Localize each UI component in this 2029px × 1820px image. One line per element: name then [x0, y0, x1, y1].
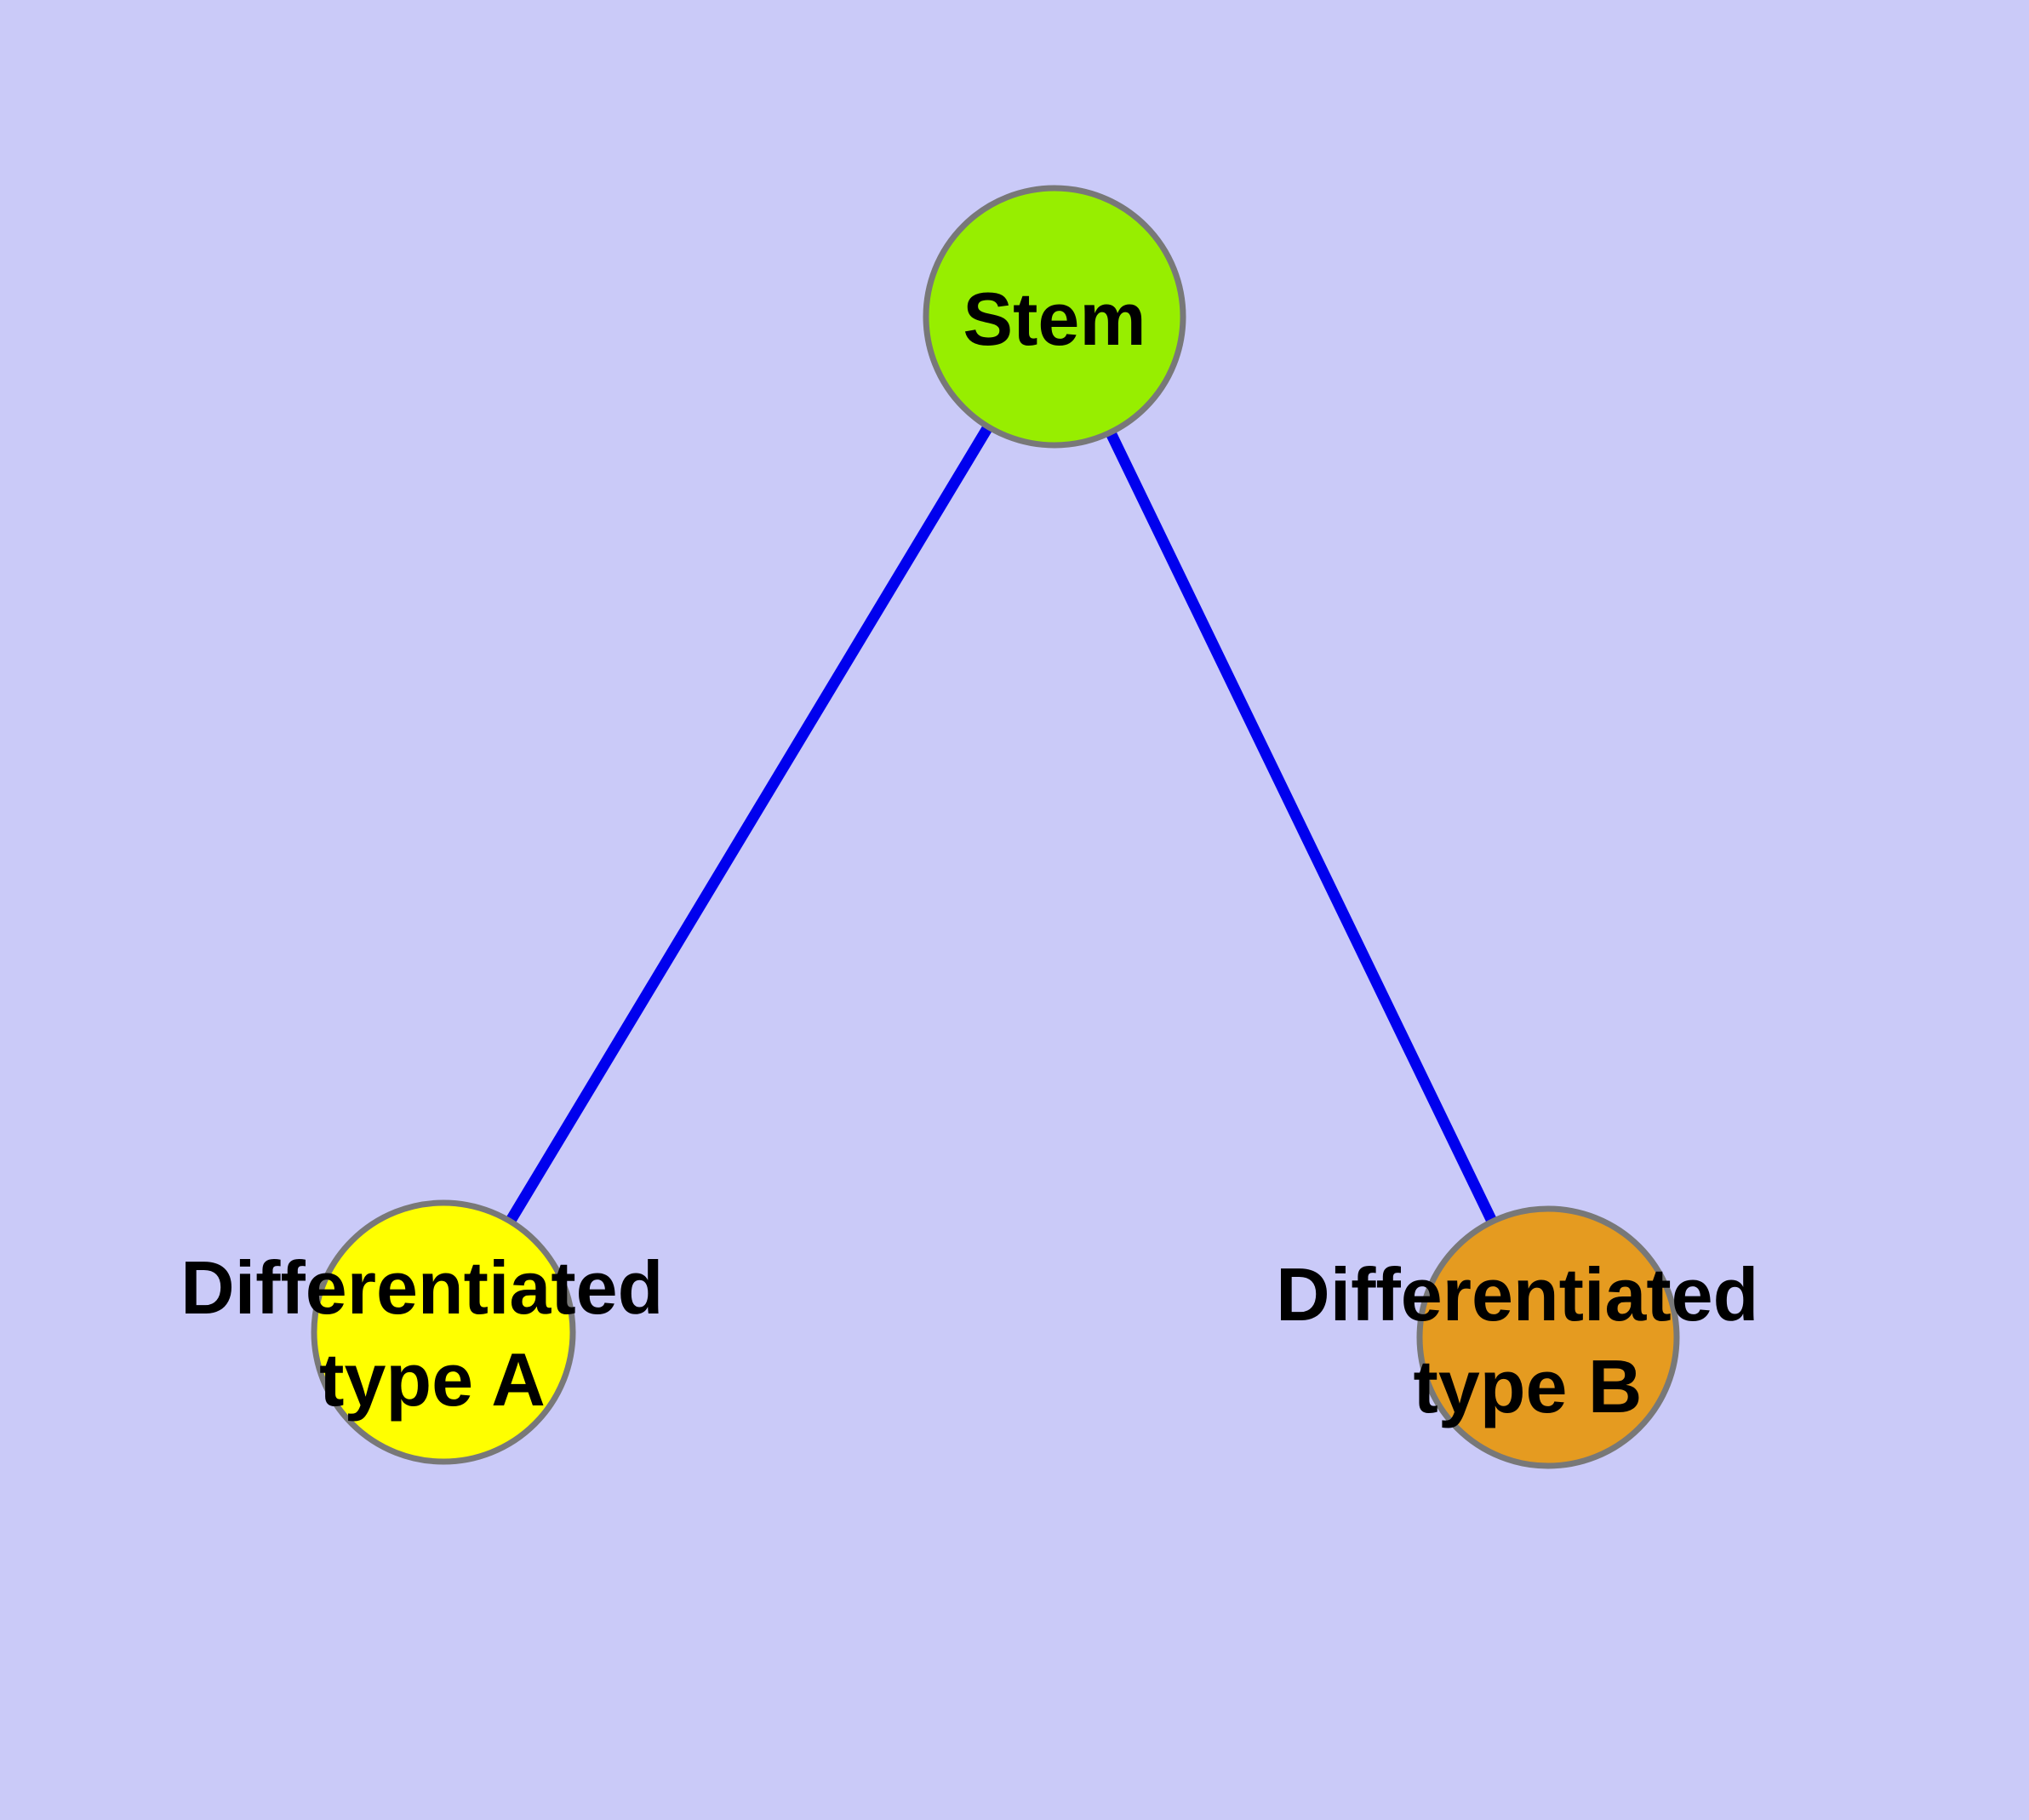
node-type-a[interactable]: Differentiated type A	[180, 1199, 684, 1465]
node-type-b-label-line1: Differentiated	[1276, 1252, 1758, 1336]
node-type-a-label-line2: type A	[319, 1337, 546, 1422]
node-type-a-label-line1: Differentiated	[180, 1245, 663, 1330]
node-type-b-circle[interactable]	[1416, 1205, 1680, 1469]
node-type-a-circle[interactable]	[311, 1199, 576, 1465]
node-stem-circle[interactable]	[923, 185, 1186, 449]
node-type-b[interactable]: Differentiated type B	[1276, 1205, 1780, 1469]
node-type-a-label: Differentiated type A	[180, 1245, 684, 1422]
edge-stem-to-type-b	[1049, 314, 1553, 1340]
node-type-b-label-line2: type B	[1414, 1344, 1643, 1428]
node-stem[interactable]: Stem	[923, 185, 1186, 449]
node-stem-label: Stem	[963, 277, 1146, 361]
edge-stem-to-type-a	[438, 313, 1060, 1336]
node-type-b-label: Differentiated type B	[1276, 1252, 1780, 1428]
